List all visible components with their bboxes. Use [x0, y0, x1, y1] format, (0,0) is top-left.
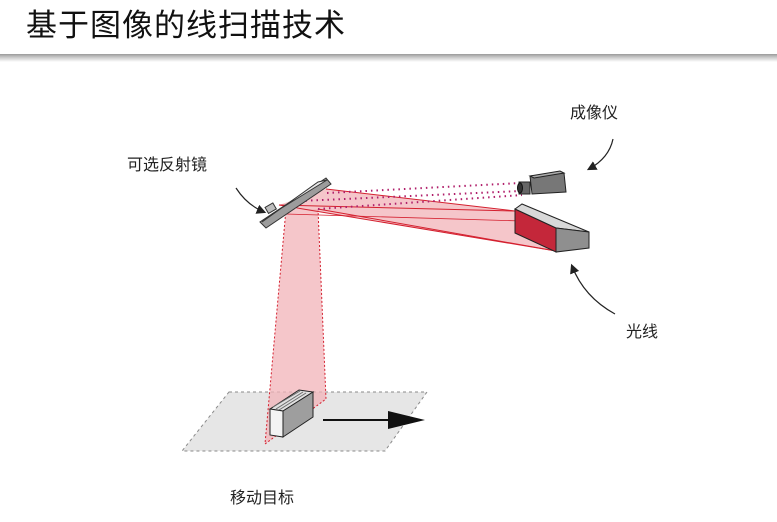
title-divider — [0, 54, 777, 62]
label-light: 光线 — [626, 322, 659, 341]
label-camera: 成像仪 — [570, 103, 619, 122]
page-title: 基于图像的线扫描技术 — [26, 8, 346, 44]
vertical-laser-beam — [265, 209, 326, 444]
imager-field-of-view — [299, 182, 523, 210]
moving-target — [268, 389, 315, 438]
motion-arrow-icon — [323, 411, 425, 429]
light-callout-arrow — [570, 263, 616, 315]
label-target: 移动目标 — [230, 488, 295, 507]
optional-mirror — [259, 177, 332, 229]
light-beam-sheet — [279, 189, 556, 251]
mirror-callout-arrow — [235, 187, 267, 214]
camera-callout-arrow — [586, 138, 614, 171]
light-source — [514, 203, 590, 253]
label-mirror: 可选反射镜 — [127, 155, 208, 174]
imager-camera — [517, 170, 567, 195]
